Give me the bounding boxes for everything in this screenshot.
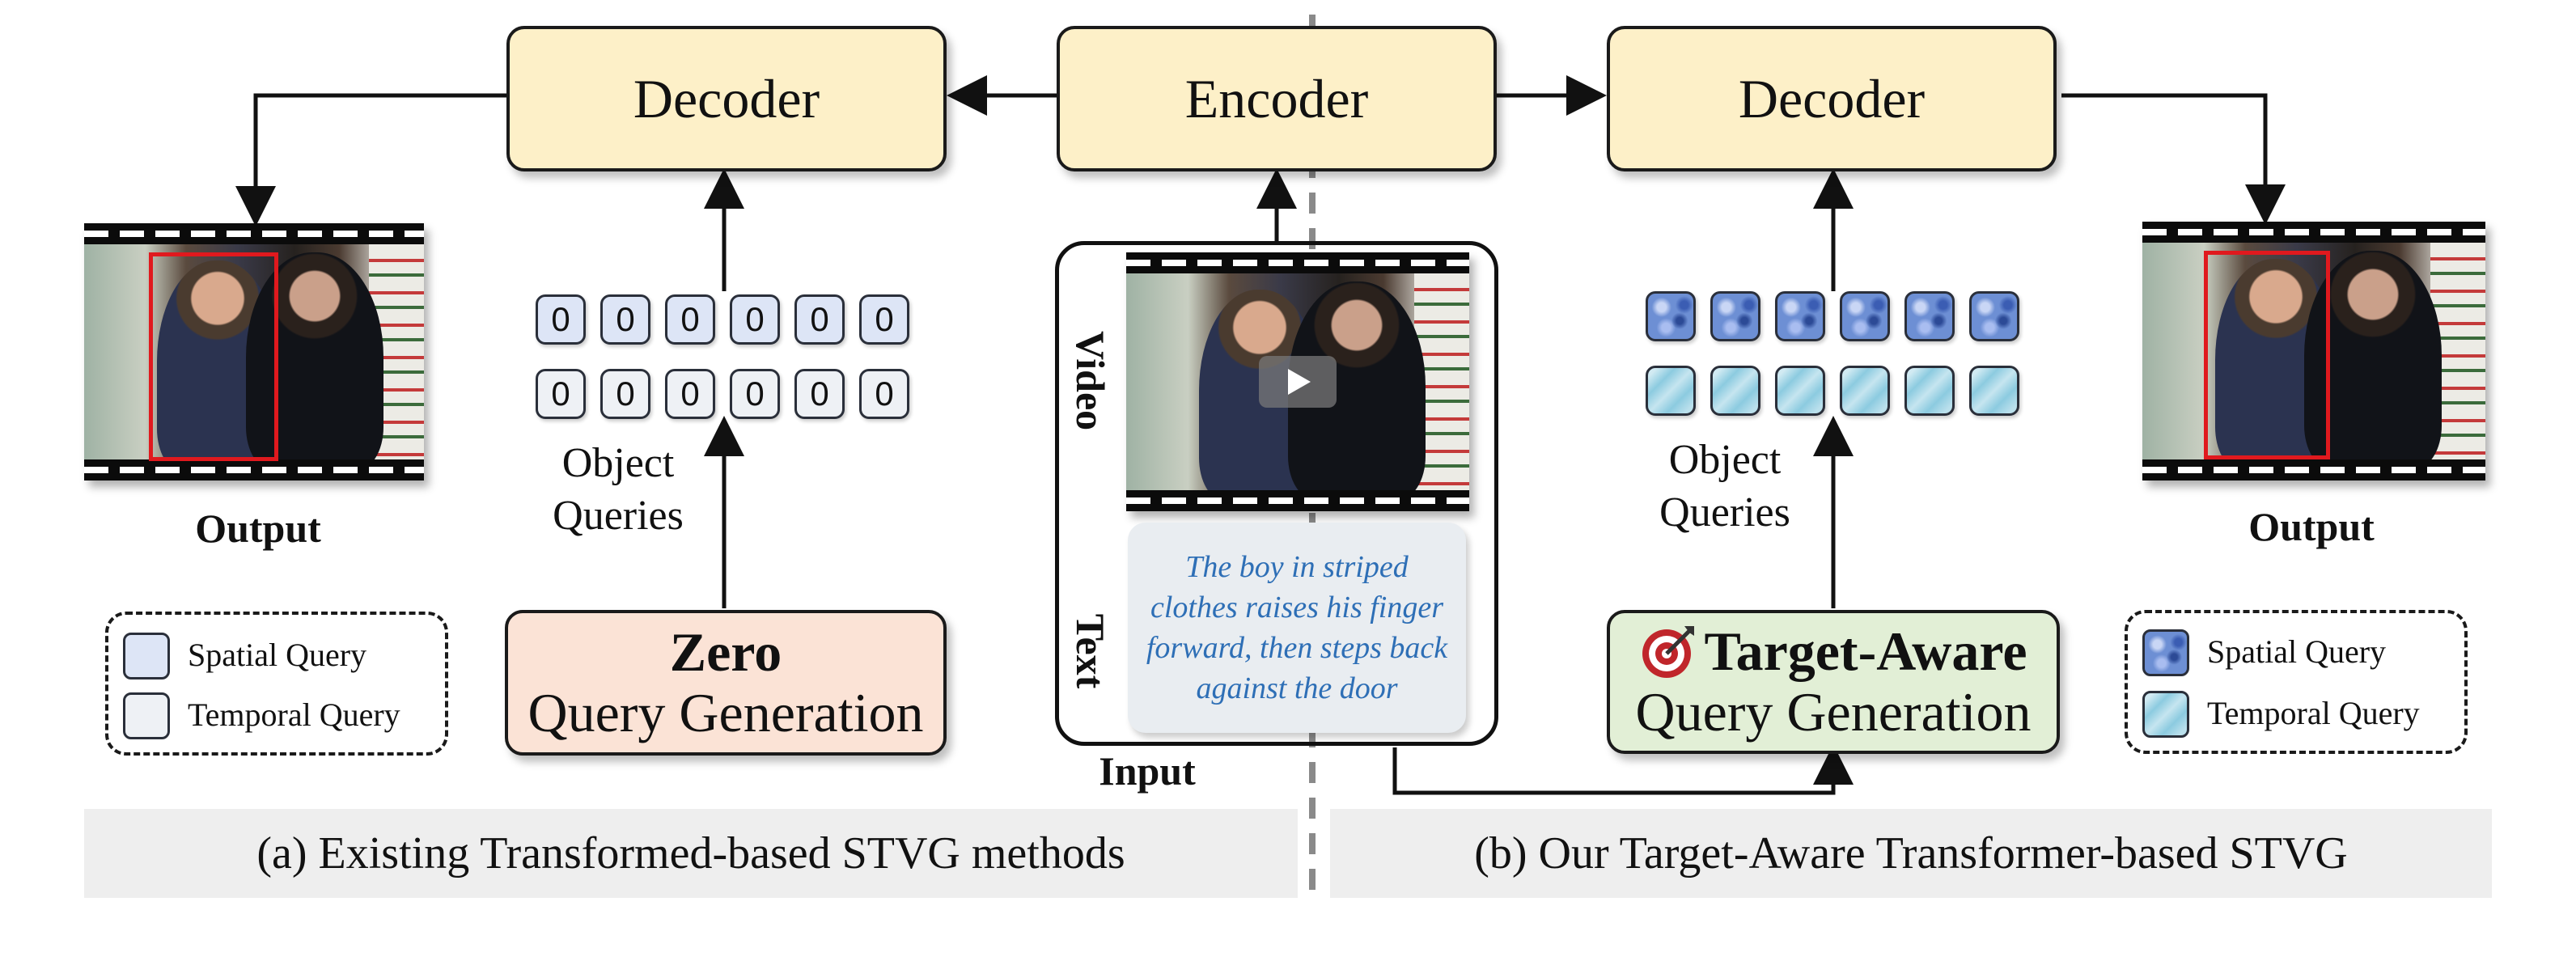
left-spatial-query-cell: 0 — [794, 294, 845, 345]
left-spatial-query-cell: 0 — [859, 294, 909, 345]
right-spatial-query-cell — [1646, 291, 1696, 341]
input-label: Input — [1099, 748, 1196, 794]
target-icon — [1642, 625, 1695, 678]
right-temporal-query-cell — [1840, 366, 1890, 416]
arrow-right-decoder-to-output — [2061, 93, 2286, 225]
target-aware-subtitle: Query Generation — [1635, 681, 2032, 743]
right-caption-text: (b) Our Target-Aware Transformer-based S… — [1474, 828, 2348, 878]
zero-subtitle: Query Generation — [527, 682, 924, 743]
left-temporal-query-cell: 0 — [794, 369, 845, 419]
right-spatial-query-cell — [1840, 291, 1890, 341]
left-output-frame — [84, 223, 424, 480]
right-spatial-query-cell — [1904, 291, 1955, 341]
left-temporal-query-cell: 0 — [536, 369, 586, 419]
right-spatial-query-cell — [1710, 291, 1760, 341]
encoder-label: Encoder — [1184, 67, 1369, 129]
right-output-frame — [2142, 222, 2485, 480]
text-query: The boy in striped clothes raises his fi… — [1146, 549, 1448, 706]
right-temporal-query-cell — [1969, 366, 2019, 416]
left-legend-spatial-label: Spatial Query — [188, 637, 367, 673]
left-decoder-block: Decoder — [506, 26, 947, 171]
temporal-query-swatch — [123, 692, 170, 739]
play-icon[interactable] — [1259, 356, 1337, 408]
left-output-bbox — [149, 252, 278, 461]
target-aware-title: Target-Aware — [1704, 620, 2027, 683]
left-legend: Spatial Query Temporal Query — [105, 612, 448, 756]
text-query-card: The boy in striped clothes raises his fi… — [1128, 523, 1466, 733]
left-spatial-query-cell: 0 — [536, 294, 586, 345]
spatial-query-swatch — [123, 633, 170, 679]
video-label: Video — [1068, 331, 1113, 431]
left-spatial-query-cell: 0 — [730, 294, 780, 345]
zero-title: Zero — [669, 621, 782, 684]
left-legend-temporal-label: Temporal Query — [188, 696, 400, 733]
right-spatial-query-cell — [1969, 291, 2019, 341]
left-temporal-query-cell: 0 — [665, 369, 715, 419]
right-spatial-query-cell — [1775, 291, 1825, 341]
input-box — [1055, 241, 1498, 746]
spatial-query-swatch — [2142, 629, 2189, 676]
right-output-label: Output — [2248, 504, 2375, 549]
right-temporal-query-cell — [1775, 366, 1825, 416]
left-object-queries-label: Object Queries — [553, 440, 684, 539]
input-video-frame — [1126, 252, 1469, 511]
arrow-input-to-target — [1392, 744, 1854, 795]
target-aware-query-generation-block: Target-Aware Query Generation — [1607, 610, 2060, 754]
text-label: Text — [1068, 613, 1113, 689]
zero-query-generation-block: Zero Query Generation — [505, 610, 947, 756]
temporal-query-swatch — [2142, 691, 2189, 738]
left-spatial-query-cell: 0 — [665, 294, 715, 345]
right-legend: Spatial Query Temporal Query — [2125, 610, 2468, 754]
right-decoder-block: Decoder — [1607, 26, 2057, 171]
left-caption-text: (a) Existing Transformed-based STVG meth… — [256, 828, 1125, 878]
left-spatial-query-cell: 0 — [600, 294, 650, 345]
right-decoder-label: Decoder — [1738, 67, 1926, 129]
right-legend-temporal-label: Temporal Query — [2207, 695, 2420, 731]
left-output-label: Output — [195, 506, 321, 551]
arrow-left-decoder-to-output — [235, 93, 506, 226]
encoder-block: Encoder — [1057, 26, 1497, 171]
right-object-queries-label: Object Queries — [1659, 437, 1790, 536]
right-temporal-query-cell — [1646, 366, 1696, 416]
right-legend-spatial-label: Spatial Query — [2207, 633, 2387, 670]
left-decoder-label: Decoder — [633, 67, 820, 129]
left-temporal-query-cell: 0 — [730, 369, 780, 419]
left-temporal-query-cell: 0 — [600, 369, 650, 419]
right-output-bbox — [2204, 251, 2330, 459]
right-temporal-query-cell — [1710, 366, 1760, 416]
left-caption: (a) Existing Transformed-based STVG meth… — [84, 809, 1298, 898]
left-temporal-query-cell: 0 — [859, 369, 909, 419]
right-caption: (b) Our Target-Aware Transformer-based S… — [1330, 809, 2492, 898]
right-temporal-query-cell — [1904, 366, 1955, 416]
